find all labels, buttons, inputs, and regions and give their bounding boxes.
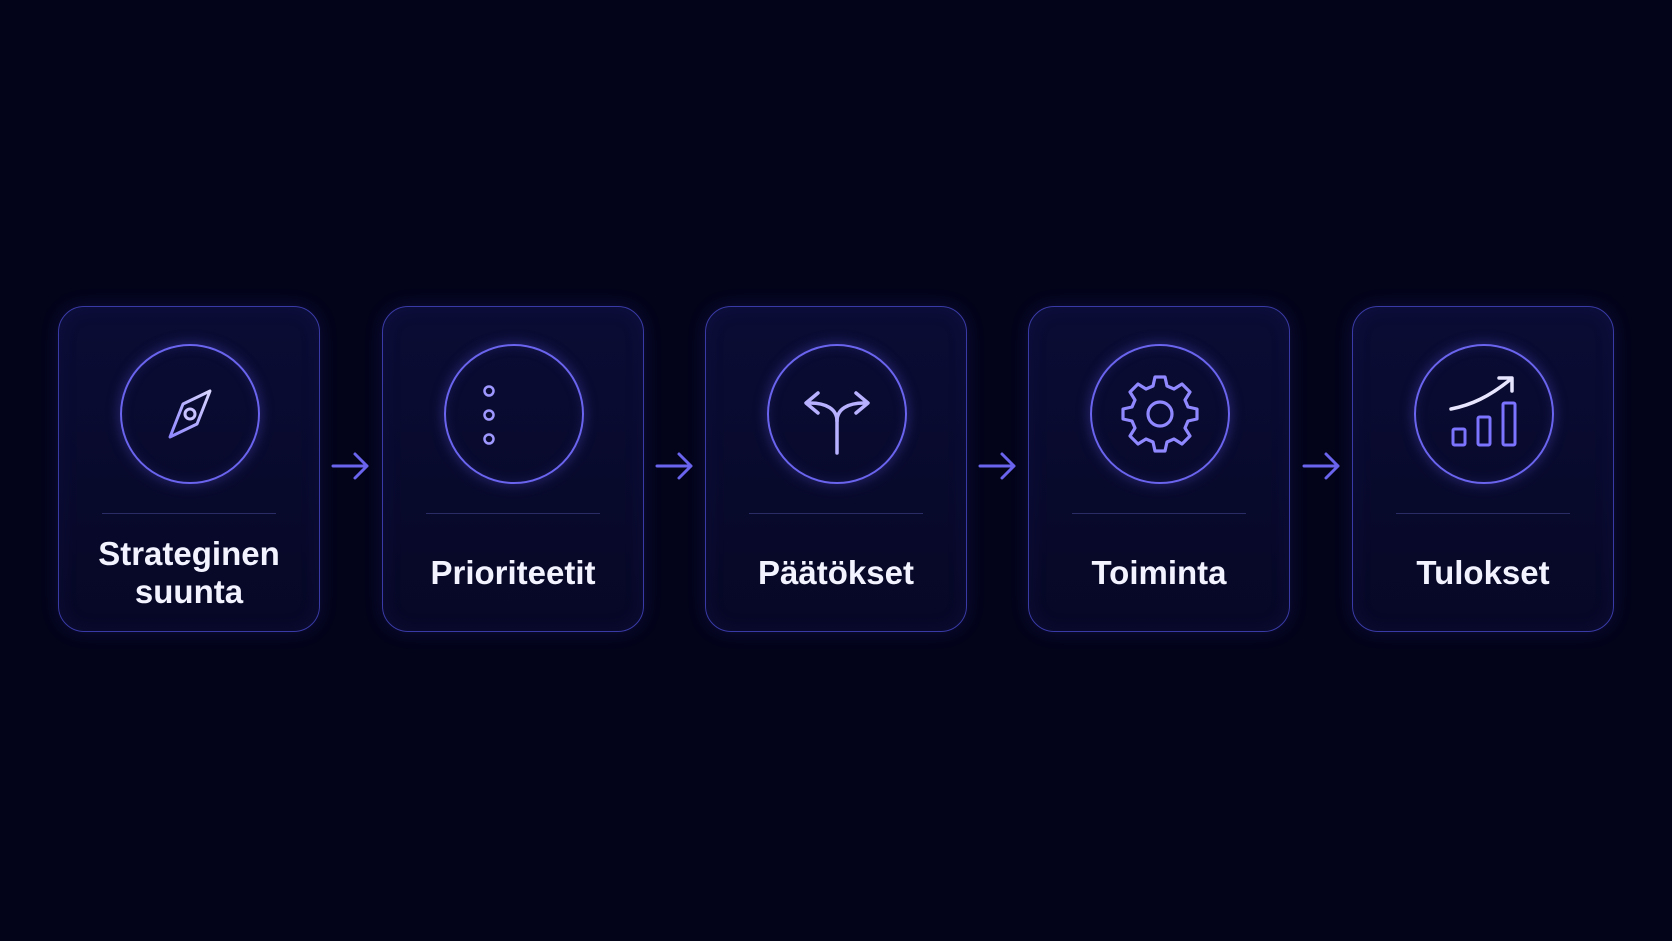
- card-divider: [749, 513, 923, 514]
- growth-chart-icon: [1449, 376, 1517, 447]
- arrow-right-icon: [976, 446, 1020, 486]
- process-flow: Strateginen suunta Priori: [58, 306, 1616, 634]
- split-arrows-icon: [804, 391, 870, 455]
- card-divider: [1396, 513, 1570, 514]
- card-divider: [102, 513, 276, 514]
- compass-icon-circle: [120, 344, 260, 484]
- arrow-right-icon: [329, 446, 373, 486]
- gear-icon: [1121, 375, 1199, 453]
- step-label: Toiminta: [1091, 554, 1227, 591]
- card-divider: [1072, 513, 1246, 514]
- list-icon: [483, 385, 555, 445]
- arrow-right-icon: [1300, 446, 1344, 486]
- arrow-right-icon: [653, 446, 697, 486]
- step-card-decisions: Päätökset: [705, 306, 967, 632]
- step-label: Tulokset: [1416, 554, 1550, 591]
- step-label: Strateginen suunta: [98, 535, 280, 610]
- split-arrows-icon-circle: [767, 344, 907, 484]
- growth-chart-icon-circle: [1414, 344, 1554, 484]
- step-label: Prioriteetit: [430, 554, 596, 591]
- list-icon-circle: [444, 344, 584, 484]
- gear-icon-circle: [1090, 344, 1230, 484]
- step-card-priorities: Prioriteetit: [382, 306, 644, 632]
- card-divider: [426, 513, 600, 514]
- step-card-action: Toiminta: [1028, 306, 1290, 632]
- step-card-results: Tulokset: [1352, 306, 1614, 632]
- step-card-strategic-direction: Strateginen suunta: [58, 306, 320, 632]
- step-label: Päätökset: [758, 554, 914, 591]
- compass-icon: [168, 389, 212, 439]
